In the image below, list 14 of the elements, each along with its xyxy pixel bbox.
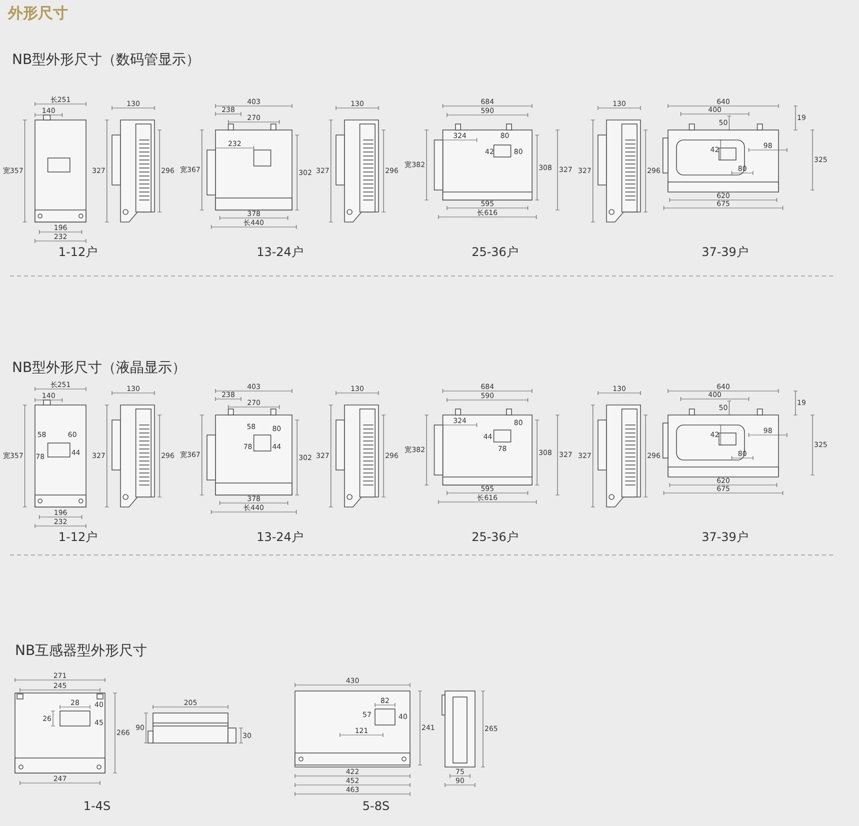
- figure-caption: 37-39户: [702, 245, 748, 259]
- figure-caption: 1-4S: [83, 799, 111, 813]
- section-heading: NB型外形尺寸（数码管显示）: [12, 52, 200, 68]
- figure-caption: 25-36户: [472, 245, 518, 259]
- figure-caption: 5-8S: [362, 799, 390, 813]
- figure-caption: 1-12户: [58, 530, 98, 544]
- page-title: 外形尺寸: [8, 4, 68, 22]
- figure-caption: 1-12户: [58, 245, 98, 259]
- figure-caption: 25-36户: [472, 530, 518, 544]
- figure-caption: 13-24户: [256, 530, 304, 544]
- section-heading: NB型外形尺寸（液晶显示）: [12, 360, 186, 376]
- section-heading: NB互感器型外形尺寸: [15, 643, 148, 659]
- figure-caption: 13-24户: [256, 245, 304, 259]
- figure-caption: 37-39户: [702, 530, 748, 544]
